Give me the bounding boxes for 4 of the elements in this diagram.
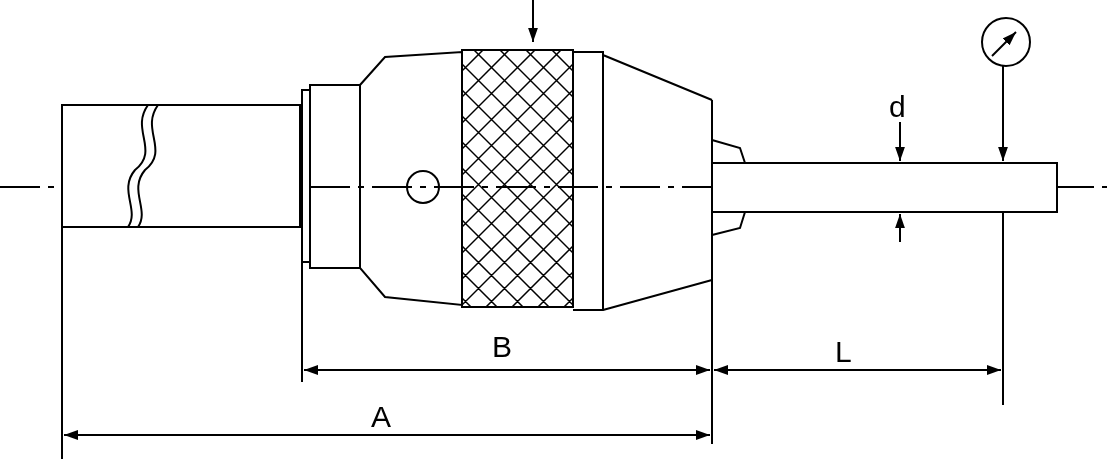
- dimension-label: d: [889, 92, 906, 122]
- dimension-label: B: [492, 332, 512, 362]
- dimension-label: L: [835, 337, 852, 367]
- dimension-label: A: [371, 402, 391, 432]
